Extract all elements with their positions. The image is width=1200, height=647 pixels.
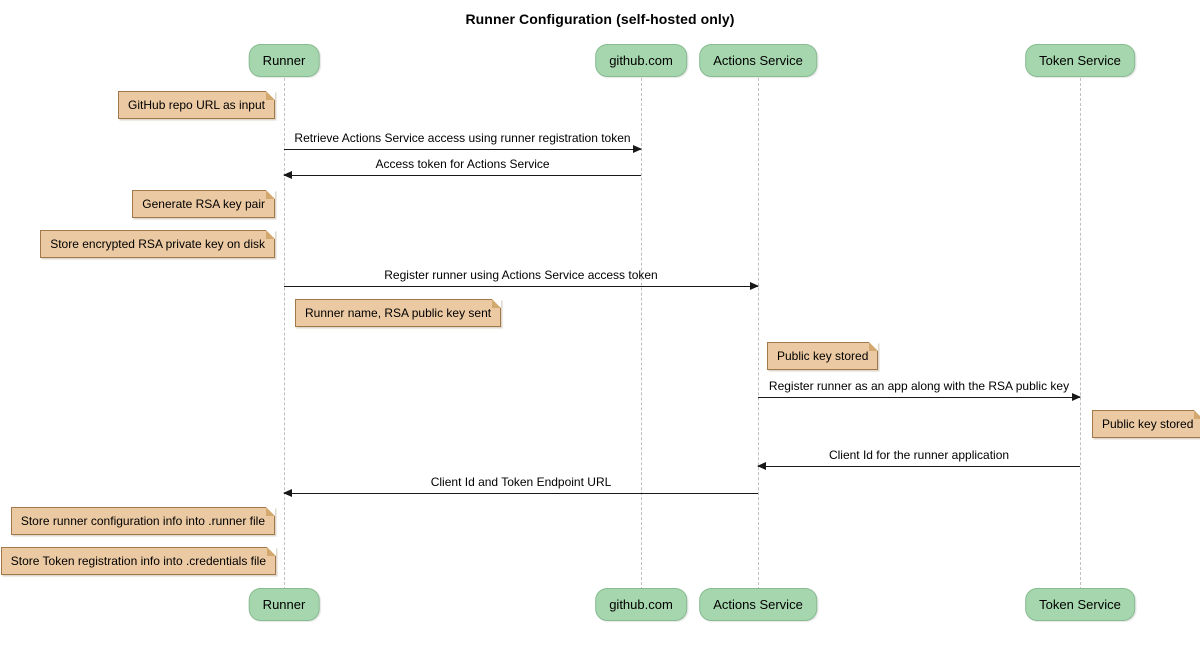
- note-fold-icon: [266, 230, 275, 239]
- note-text: GitHub repo URL as input: [128, 98, 265, 112]
- note-fold-icon: [1194, 410, 1200, 419]
- lifeline-actions-service: [758, 78, 759, 590]
- arrowhead-icon: [283, 171, 292, 179]
- note-text: Runner name, RSA public key sent: [305, 306, 492, 320]
- arrowhead-icon: [283, 489, 292, 497]
- message-label-5: Client Id for the runner application: [828, 448, 1010, 462]
- note-text: Store encrypted RSA private key on disk: [50, 237, 265, 251]
- note-2: Generate RSA key pair: [132, 190, 275, 218]
- participant-github-com-top: github.com: [595, 44, 687, 77]
- note-text: Store Token registration info into .cred…: [10, 554, 266, 568]
- note-text: Store runner configuration info into .ru…: [20, 514, 265, 528]
- lifeline-runner: [284, 78, 285, 590]
- message-arrow-5: [757, 462, 1080, 470]
- arrowhead-icon: [633, 145, 642, 153]
- note-5: Public key stored: [767, 342, 879, 370]
- message-arrow-2: [283, 171, 641, 179]
- diagram-title: Runner Configuration (self-hosted only): [465, 11, 735, 27]
- participant-actions-service-bottom: Actions Service: [699, 588, 817, 621]
- note-fold-icon: [492, 299, 502, 308]
- message-label-1: Retrieve Actions Service access using ru…: [294, 131, 631, 145]
- note-fold-icon: [266, 190, 275, 199]
- arrowhead-icon: [1072, 393, 1081, 401]
- arrowhead-icon: [757, 462, 766, 470]
- note-text: Public key stored: [777, 349, 869, 363]
- participant-github-com-bottom: github.com: [595, 588, 687, 621]
- participant-actions-service-top: Actions Service: [699, 44, 817, 77]
- note-4: Runner name, RSA public key sent: [295, 299, 502, 327]
- note-3: Store encrypted RSA private key on disk: [40, 230, 275, 258]
- message-label-6: Client Id and Token Endpoint URL: [430, 475, 612, 489]
- message-arrow-6: [283, 489, 758, 497]
- lifeline-github-com: [641, 78, 642, 590]
- note-fold-icon: [266, 507, 275, 516]
- message-label-3: Register runner using Actions Service ac…: [384, 268, 658, 282]
- note-text: Public key stored: [1102, 417, 1194, 431]
- message-arrow-4: [758, 393, 1081, 401]
- note-6: Public key stored: [1092, 410, 1200, 438]
- note-text: Generate RSA key pair: [142, 197, 265, 211]
- lifeline-token-service: [1080, 78, 1081, 590]
- message-arrow-3: [284, 282, 759, 290]
- note-fold-icon: [267, 547, 276, 556]
- note-fold-icon: [869, 342, 879, 351]
- participant-token-service-bottom: Token Service: [1025, 588, 1135, 621]
- note-7: Store runner configuration info into .ru…: [10, 507, 275, 535]
- message-label-2: Access token for Actions Service: [375, 157, 550, 171]
- message-label-4: Register runner as an app along with the…: [768, 379, 1070, 393]
- note-1: GitHub repo URL as input: [118, 91, 275, 119]
- note-fold-icon: [266, 91, 275, 100]
- message-arrow-1: [284, 145, 642, 153]
- note-8: Store Token registration info into .cred…: [0, 547, 276, 575]
- participant-token-service-top: Token Service: [1025, 44, 1135, 77]
- participant-runner-top: Runner: [248, 44, 320, 77]
- arrowhead-icon: [750, 282, 759, 290]
- participant-runner-bottom: Runner: [248, 588, 320, 621]
